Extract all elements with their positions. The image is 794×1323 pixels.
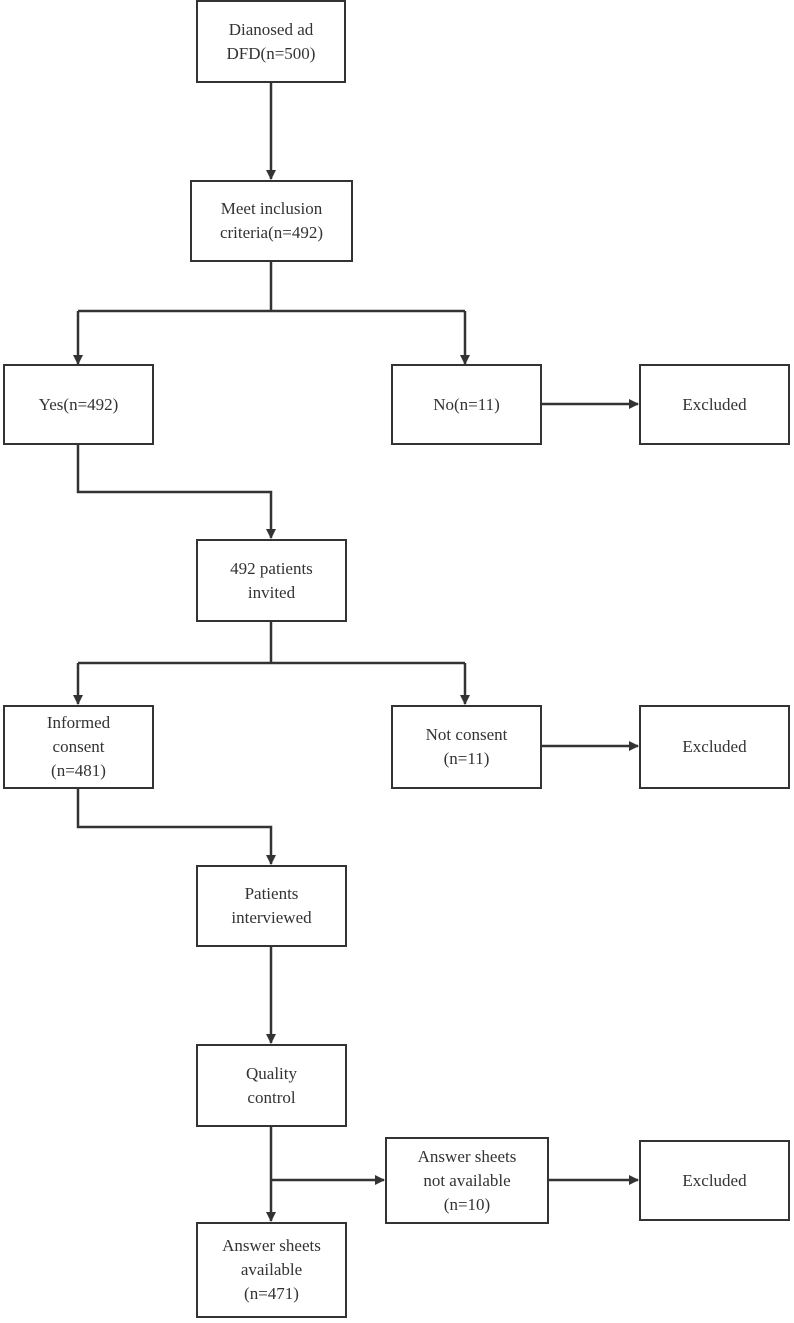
node-yes-line-1: Yes(n=492) (38, 394, 119, 414)
node-yes: Yes(n=492) (3, 364, 154, 445)
node-sheets-not-available-line-1: Answer sheets (417, 1146, 517, 1166)
connector-consent-to-interviewed (76, 789, 276, 865)
node-excluded-1-line-1: Excluded (682, 394, 747, 414)
node-interviewed-line-2: interviewed (231, 908, 312, 927)
node-diagnosed-line-1: Dianosed ad (228, 19, 314, 39)
node-diagnosed: Dianosed ad DFD(n=500) (196, 0, 346, 83)
connector-yes-to-invited (76, 445, 276, 539)
node-quality-control: Quality control (196, 1044, 347, 1127)
node-invited-line-1: 492 patients (230, 558, 313, 578)
node-interviewed-line-1: Patients (244, 884, 299, 903)
node-sheets-not-available-line-3: (n=10) (443, 1194, 491, 1214)
node-meet-inclusion: Meet inclusion criteria(n=492) (190, 180, 353, 262)
node-not-consent-line-2: (n=11) (443, 749, 490, 768)
node-excluded-2-line-1: Excluded (682, 737, 747, 756)
node-sheets-available: Answer sheets available (n=471) (196, 1222, 347, 1318)
node-sheets-not-available-line-2: not available (423, 1170, 511, 1190)
node-not-consent-line-1: Not consent (425, 725, 508, 744)
node-excluded-3-line-1: Excluded (682, 1170, 747, 1190)
node-no-line-1: No(n=11) (433, 394, 500, 414)
node-informed-consent-line-3: (n=481) (51, 761, 106, 780)
node-informed-consent: Informed consent (n=481) (3, 705, 154, 789)
node-excluded-3: Excluded (639, 1140, 790, 1221)
node-diagnosed-line-2: DFD(n=500) (226, 43, 316, 63)
connector-invited-split (78, 622, 465, 665)
node-informed-consent-line-1: Informed (46, 713, 111, 732)
node-sheets-available-line-2: available (240, 1260, 303, 1279)
node-excluded-1: Excluded (639, 364, 790, 445)
node-interviewed: Patients interviewed (196, 865, 347, 947)
node-not-consent: Not consent (n=11) (391, 705, 542, 789)
node-quality-control-line-2: control (247, 1087, 296, 1107)
node-sheets-available-line-3: (n=471) (244, 1284, 299, 1303)
node-quality-control-line-1: Quality (246, 1063, 297, 1083)
node-invited: 492 patients invited (196, 539, 347, 622)
node-meet-inclusion-line-1: Meet inclusion (220, 199, 323, 218)
node-no: No(n=11) (391, 364, 542, 445)
connector-inclusion-split (78, 262, 465, 313)
node-excluded-2: Excluded (639, 705, 790, 789)
node-sheets-not-available: Answer sheets not available (n=10) (385, 1137, 549, 1224)
node-meet-inclusion-line-2: criteria(n=492) (219, 223, 324, 242)
node-informed-consent-line-2: consent (52, 737, 105, 756)
node-sheets-available-line-1: Answer sheets (222, 1236, 321, 1255)
node-invited-line-2: invited (247, 582, 296, 602)
